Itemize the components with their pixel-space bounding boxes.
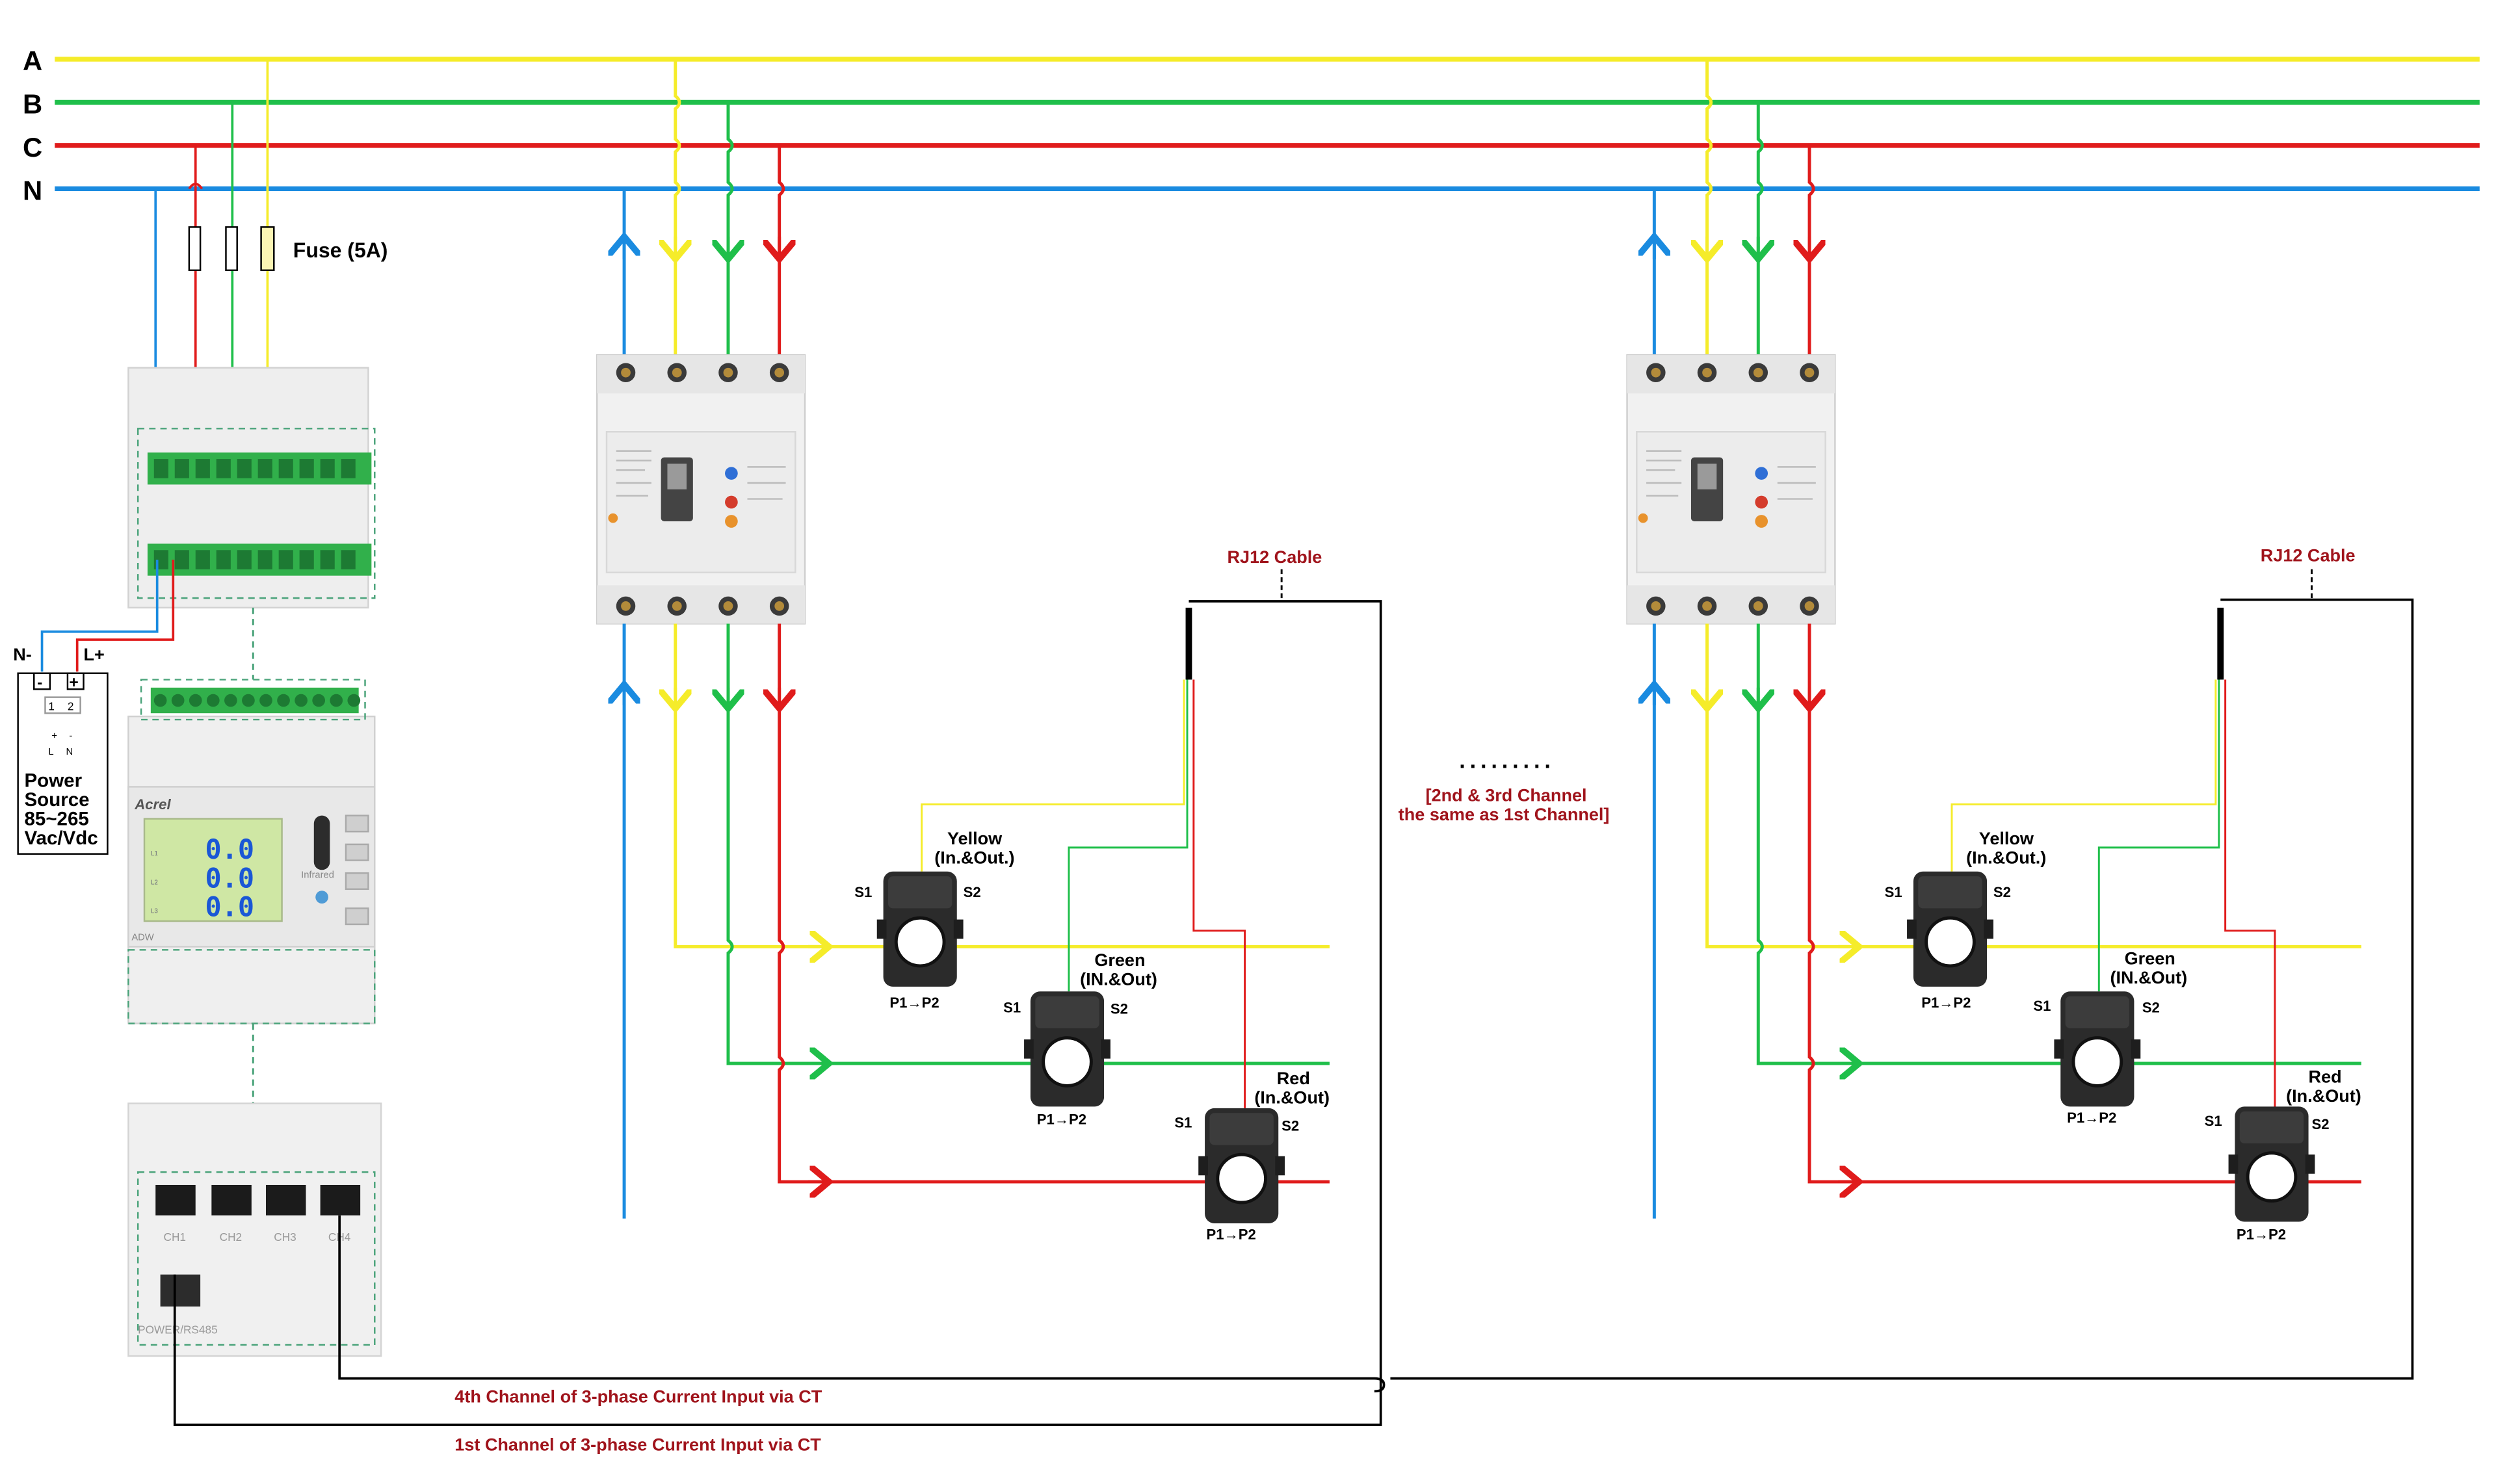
ch1-ct-red-s1: S1 bbox=[1174, 1114, 1192, 1130]
meter-model: ADW bbox=[131, 933, 153, 943]
ch1-ct-yellow-s2: S2 bbox=[964, 884, 981, 900]
term-minus: - bbox=[69, 731, 72, 742]
hub-port-ch2: CH2 bbox=[220, 1230, 242, 1243]
term-plus: + bbox=[51, 731, 57, 742]
power-title-line2: Source bbox=[25, 789, 90, 811]
ch4-ct-red-title2: (In.&Out) bbox=[2286, 1086, 2361, 1106]
term-1: 1 bbox=[48, 699, 55, 712]
ch4-ct-green-s1: S1 bbox=[2033, 998, 2051, 1014]
middle-note-line2: the same as 1st Channel] bbox=[1399, 805, 1610, 824]
meter-tag-l3: L3 bbox=[151, 908, 158, 915]
meter-reading-2: 0.0 bbox=[205, 862, 254, 894]
hub-port-ch3: CH3 bbox=[274, 1230, 296, 1243]
energy-meter bbox=[127, 679, 376, 1024]
hub-port-ch1: CH1 bbox=[164, 1230, 186, 1243]
ch4-ct-green-title2: (IN.&Out) bbox=[2110, 968, 2188, 987]
ch1-ct-yellow-p: P1→P2 bbox=[889, 995, 939, 1011]
power-leads bbox=[40, 560, 175, 672]
meter-reading-1: 0.0 bbox=[205, 833, 254, 865]
meter-tag-l1: L1 bbox=[151, 850, 158, 857]
term-2: 2 bbox=[68, 699, 74, 712]
meter-brand: Acrel bbox=[134, 796, 171, 813]
plus-glyph: + bbox=[69, 674, 78, 692]
ch1-ct-yellow-title1: Yellow bbox=[947, 829, 1003, 848]
power-pos-label: L+ bbox=[84, 645, 105, 664]
bus-label-b: B bbox=[23, 89, 42, 120]
ch4-ct-green-title1: Green bbox=[2125, 948, 2175, 968]
rj12-cables bbox=[173, 598, 2414, 1426]
ch4-ct-green-s2: S2 bbox=[2142, 999, 2160, 1015]
ch4-ct-yellow-title1: Yellow bbox=[1979, 829, 2034, 848]
power-neg-label: N- bbox=[13, 645, 32, 664]
middle-note-line1: [2nd & 3rd Channel bbox=[1426, 786, 1587, 805]
ch1-ct-yellow-title2: (In.&Out.) bbox=[934, 848, 1014, 867]
ch1-ct-red-title1: Red bbox=[1277, 1069, 1310, 1088]
hub-rs485-label: POWER/RS485 bbox=[138, 1323, 217, 1336]
ch4-ct-red-title1: Red bbox=[2309, 1067, 2342, 1087]
bus-bars bbox=[55, 57, 2480, 191]
fuses bbox=[188, 226, 275, 271]
term-l: L bbox=[48, 747, 53, 757]
ch1-input-label: 1st Channel of 3-phase Current Input via… bbox=[454, 1435, 821, 1454]
channel-group-4 bbox=[1626, 59, 2361, 1222]
power-title-line1: Power bbox=[25, 770, 83, 791]
ch1-ct-red-title2: (In.&Out) bbox=[1254, 1087, 1330, 1107]
voltage-module bbox=[127, 367, 376, 609]
meter-reading-3: 0.0 bbox=[205, 891, 254, 923]
middle-dots: ········· bbox=[1459, 755, 1555, 779]
power-source bbox=[17, 672, 109, 855]
bus-label-a: A bbox=[23, 46, 42, 76]
ch4-ct-yellow-title2: (In.&Out.) bbox=[1966, 848, 2046, 867]
meter-ir-label: Infrared bbox=[301, 870, 334, 881]
ch1-ct-green-s1: S1 bbox=[1003, 999, 1021, 1015]
bus-label-c: C bbox=[23, 132, 42, 163]
bus-label-n: N bbox=[23, 176, 42, 206]
fuse-label: Fuse (5A) bbox=[293, 239, 388, 262]
ch1-ct-red-s2: S2 bbox=[1281, 1117, 1299, 1134]
power-title-line3: 85~265 bbox=[25, 808, 89, 829]
ch4-ct-yellow-s2: S2 bbox=[1993, 884, 2011, 900]
ch1-ct-red-p: P1→P2 bbox=[1207, 1227, 1256, 1243]
channel-group-1 bbox=[596, 59, 1330, 1223]
ch1-ct-green-s2: S2 bbox=[1110, 1001, 1128, 1017]
ch4-ct-yellow-s1: S1 bbox=[1885, 884, 1902, 900]
ch4-ct-red-s2: S2 bbox=[2311, 1116, 2329, 1132]
ch4-ct-yellow-p: P1→P2 bbox=[1921, 995, 1971, 1011]
ch1-ct-green-p: P1→P2 bbox=[1037, 1111, 1086, 1127]
ct-hub bbox=[127, 1102, 382, 1357]
power-title-line4: Vac/Vdc bbox=[25, 827, 98, 849]
ch4-rj12-label: RJ12 Cable bbox=[2261, 546, 2356, 566]
ch4-ct-red-s1: S1 bbox=[2205, 1113, 2222, 1129]
term-n: N bbox=[66, 747, 73, 757]
ch1-rj12-label: RJ12 Cable bbox=[1228, 547, 1322, 567]
ch4-ct-green-p: P1→P2 bbox=[2067, 1110, 2116, 1126]
ch4-input-label: 4th Channel of 3-phase Current Input via… bbox=[454, 1387, 822, 1407]
ch1-ct-yellow-s1: S1 bbox=[854, 884, 872, 900]
minus-glyph: - bbox=[37, 674, 42, 692]
meter-tag-l2: L2 bbox=[151, 879, 158, 886]
ch1-ct-green-title2: (IN.&Out) bbox=[1080, 969, 1157, 989]
ch1-ct-green-title1: Green bbox=[1094, 950, 1145, 970]
ch4-ct-red-p: P1→P2 bbox=[2237, 1227, 2286, 1243]
